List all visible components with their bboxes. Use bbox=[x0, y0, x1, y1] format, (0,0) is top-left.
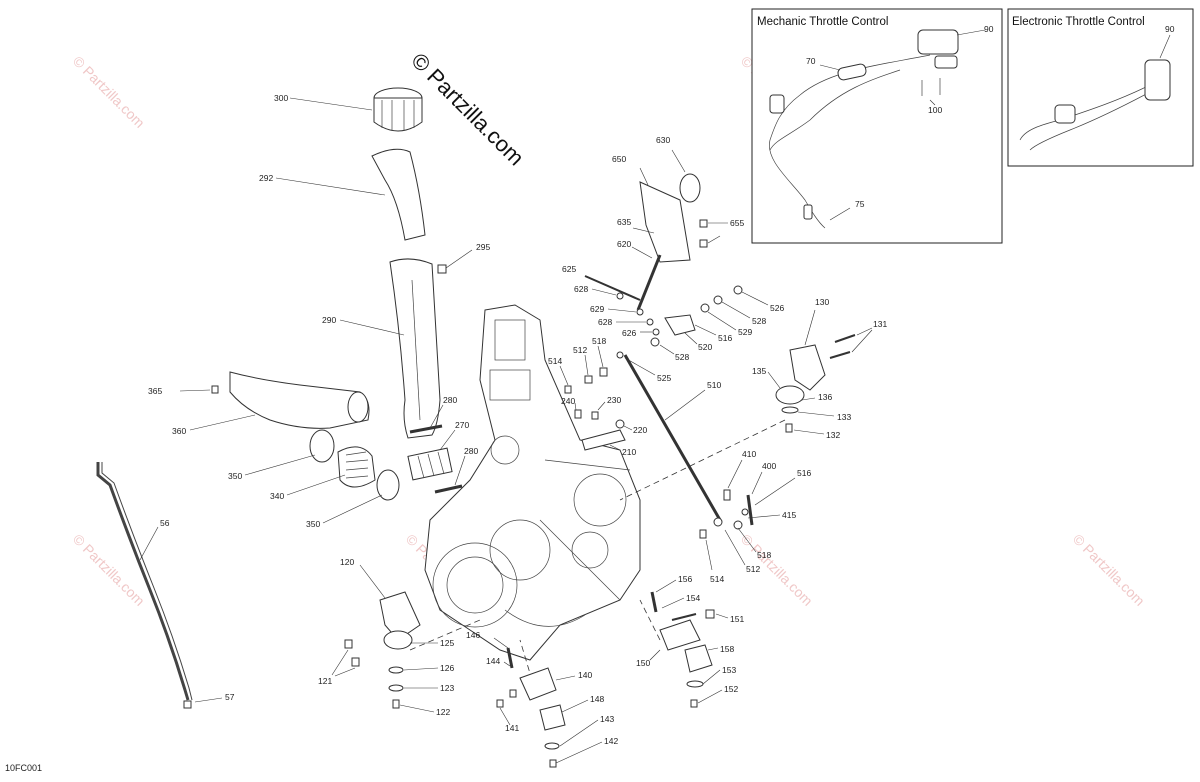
part-number: 148 bbox=[590, 694, 604, 704]
part-number: 156 bbox=[678, 574, 692, 584]
part-number: 620 bbox=[617, 239, 631, 249]
part-number: 514 bbox=[548, 356, 562, 366]
electronic-throttle-title: Electronic Throttle Control bbox=[1012, 16, 1145, 28]
part-number: 100 bbox=[928, 105, 942, 115]
part-number: 629 bbox=[590, 304, 604, 314]
part-number: 133 bbox=[837, 412, 851, 422]
part-number: 126 bbox=[440, 663, 454, 673]
part-number: 210 bbox=[622, 447, 636, 457]
part-number: 415 bbox=[782, 510, 796, 520]
part-number: 350 bbox=[306, 519, 320, 529]
part-number: 510 bbox=[707, 380, 721, 390]
part-number: 70 bbox=[806, 56, 816, 66]
part-number: 628 bbox=[598, 317, 612, 327]
part-number: 630 bbox=[656, 135, 670, 145]
part-number: 140 bbox=[578, 670, 592, 680]
part-number: 57 bbox=[225, 692, 235, 702]
part-number: 518 bbox=[757, 550, 771, 560]
part-number: 626 bbox=[622, 328, 636, 338]
part-number: 635 bbox=[617, 217, 631, 227]
part-number: 628 bbox=[574, 284, 588, 294]
part-number: 280 bbox=[464, 446, 478, 456]
part-number: 75 bbox=[855, 199, 865, 209]
part-number: 340 bbox=[270, 491, 284, 501]
part-number: 90 bbox=[984, 24, 994, 34]
watermark: © Partzilla.com bbox=[1070, 531, 1148, 609]
part-number: 142 bbox=[604, 736, 618, 746]
mechanic-throttle-inset: Mechanic Throttle Control 90 70 100 75 bbox=[751, 8, 1003, 244]
copyright-banner: © Partzilla.com bbox=[406, 48, 529, 171]
part-number: 525 bbox=[657, 373, 671, 383]
part-number: 121 bbox=[318, 676, 332, 686]
part-number: 518 bbox=[592, 336, 606, 346]
part-number: 625 bbox=[562, 264, 576, 274]
part-number: 230 bbox=[607, 395, 621, 405]
part-number: 120 bbox=[340, 557, 354, 567]
part-number: 516 bbox=[797, 468, 811, 478]
part-number: 131 bbox=[873, 319, 887, 329]
part-number: 360 bbox=[172, 426, 186, 436]
part-number: 520 bbox=[698, 342, 712, 352]
part-number: 528 bbox=[752, 316, 766, 326]
diagram-code: 10FC001 bbox=[5, 763, 43, 773]
part-number: 295 bbox=[476, 242, 490, 252]
part-number: 130 bbox=[815, 297, 829, 307]
part-number: 290 bbox=[322, 315, 336, 325]
part-number: 154 bbox=[686, 593, 700, 603]
part-number: 146 bbox=[466, 630, 480, 640]
part-number: 151 bbox=[730, 614, 744, 624]
part-number: 292 bbox=[259, 173, 273, 183]
part-number: 280 bbox=[443, 395, 457, 405]
part-number: 365 bbox=[148, 386, 162, 396]
part-number: 152 bbox=[724, 684, 738, 694]
mechanic-throttle-title: Mechanic Throttle Control bbox=[757, 16, 888, 28]
engine-block bbox=[424, 304, 641, 661]
part-number: 400 bbox=[762, 461, 776, 471]
part-number: 528 bbox=[675, 352, 689, 362]
part-number: 56 bbox=[160, 518, 170, 528]
part-number: 514 bbox=[710, 574, 724, 584]
part-number: 135 bbox=[752, 366, 766, 376]
part-number: 240 bbox=[561, 396, 575, 406]
watermark: © Partzilla.com bbox=[70, 53, 148, 131]
part-number: 512 bbox=[746, 564, 760, 574]
electronic-throttle-inset: Electronic Throttle Control 90 bbox=[1007, 8, 1194, 167]
part-number: 141 bbox=[505, 723, 519, 733]
part-number: 123 bbox=[440, 683, 454, 693]
part-number: 350 bbox=[228, 471, 242, 481]
part-number: 125 bbox=[440, 638, 454, 648]
part-number: 650 bbox=[612, 154, 626, 164]
part-number: 410 bbox=[742, 449, 756, 459]
part-number: 270 bbox=[455, 420, 469, 430]
part-number: 144 bbox=[486, 656, 500, 666]
part-number: 136 bbox=[818, 392, 832, 402]
part-number: 90 bbox=[1165, 24, 1175, 34]
part-number: 132 bbox=[826, 430, 840, 440]
intake-filter bbox=[373, 87, 423, 132]
part-number: 526 bbox=[770, 303, 784, 313]
part-number: 655 bbox=[730, 218, 744, 228]
part-number: 122 bbox=[436, 707, 450, 717]
part-number: 516 bbox=[718, 333, 732, 343]
part-number: 153 bbox=[722, 665, 736, 675]
part-number: 143 bbox=[600, 714, 614, 724]
part-number: 512 bbox=[573, 345, 587, 355]
part-number: 300 bbox=[274, 93, 288, 103]
part-number: 150 bbox=[636, 658, 650, 668]
part-number: 529 bbox=[738, 327, 752, 337]
part-number: 158 bbox=[720, 644, 734, 654]
part-number: 220 bbox=[633, 425, 647, 435]
